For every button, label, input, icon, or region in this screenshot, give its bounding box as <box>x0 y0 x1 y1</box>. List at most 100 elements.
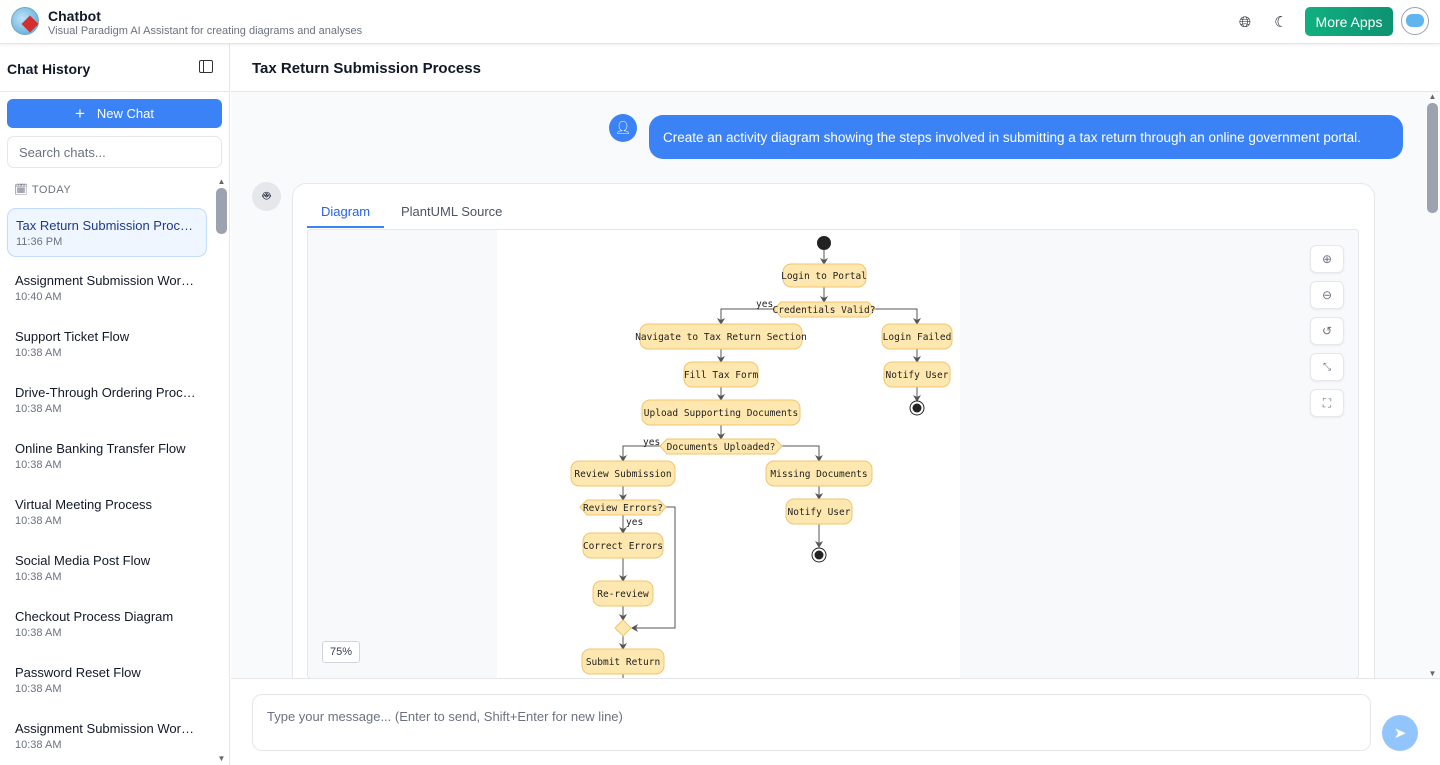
sidebar-header: Chat History <box>0 44 229 92</box>
new-chat-button[interactable]: + New Chat <box>7 99 222 128</box>
node-rereview <box>592 580 654 607</box>
chat-item-time: 10:38 AM <box>15 515 62 527</box>
node-review <box>570 460 676 487</box>
chat-item-title: Assignment Submission Workflow <box>15 273 199 288</box>
chat-item-time: 10:38 AM <box>15 459 62 471</box>
zoom-level-badge: 75% <box>322 641 360 663</box>
chat-item-title: Social Media Post Flow <box>15 553 151 568</box>
chat-item-title: Checkout Process Diagram <box>15 609 174 624</box>
activity-diagram: Login to Portal Credentials Valid? Navig… <box>497 230 960 678</box>
chat-history-item[interactable]: Assignment Submission Workflow 10:40 AM <box>7 264 207 313</box>
message-composer: ➤ <box>231 678 1440 765</box>
zoom-out-button[interactable]: ⊖ <box>1310 281 1344 309</box>
label-errors: Review Errors? <box>583 503 663 514</box>
fit-button[interactable]: ⤡ <box>1310 353 1344 381</box>
zoom-out-icon: ⊖ <box>1321 288 1333 302</box>
fullscreen-button[interactable]: ⛶ <box>1310 389 1344 417</box>
page-title: Tax Return Submission Process <box>252 60 481 77</box>
label-missing: Missing Documents <box>770 469 867 480</box>
reset-icon: ↺ <box>1321 324 1333 338</box>
node-missing <box>765 460 873 487</box>
diagram-nodes <box>570 263 953 675</box>
sidebar: Chat History + New Chat 🗓︎ TODAY Tax Retu… <box>0 44 230 765</box>
tab-plantuml-source[interactable]: PlantUML Source <box>401 204 503 219</box>
chat-item-time: 10:38 AM <box>15 683 62 695</box>
label-upload: Upload Supporting Documents <box>644 408 798 419</box>
guard-yes: yes <box>756 299 773 310</box>
guard-yes: yes <box>626 517 643 528</box>
diagram-viewport[interactable]: Login to Portal Credentials Valid? Navig… <box>307 229 1359 678</box>
guard-yes: yes <box>643 437 660 448</box>
node-notify1 <box>883 361 951 388</box>
chat-history-item[interactable]: Online Banking Transfer Flow 10:38 AM <box>7 432 207 481</box>
zoom-in-button[interactable]: ⊕ <box>1310 245 1344 273</box>
start-node <box>817 236 831 250</box>
sidebar-toggle-icon[interactable] <box>199 60 213 73</box>
chat-area: 👤︎ Create an activity diagram showing th… <box>231 92 1440 678</box>
diagram-edges <box>619 250 921 678</box>
chat-item-title: Online Banking Transfer Flow <box>15 441 186 456</box>
user-message: Create an activity diagram showing the s… <box>649 115 1403 159</box>
app-subtitle: Visual Paradigm AI Assistant for creatin… <box>48 25 363 37</box>
node-errors <box>579 499 667 516</box>
chat-item-time: 10:38 AM <box>15 571 62 583</box>
node-docs <box>659 438 783 455</box>
chat-scrollbar[interactable]: ▲ ▼ <box>1427 92 1438 678</box>
label-notify2: Notify User <box>788 507 851 518</box>
end-node <box>811 547 827 563</box>
fullscreen-icon: ⛶ <box>1322 395 1332 410</box>
chat-item-title: Password Reset Flow <box>15 665 141 680</box>
label-rereview: Re-review <box>597 589 649 600</box>
group-today: 🗓︎ TODAY <box>14 183 71 196</box>
node-failed <box>881 323 953 350</box>
zoom-in-icon: ⊕ <box>1321 252 1333 266</box>
send-icon: ➤ <box>1393 725 1407 742</box>
more-apps-button[interactable]: More Apps <box>1305 7 1393 36</box>
chat-item-title: Support Ticket Flow <box>15 329 130 344</box>
chat-item-time: 10:40 AM <box>15 291 62 303</box>
chat-item-time: 11:36 PM <box>16 236 63 248</box>
end-node <box>909 400 925 416</box>
plus-icon: + <box>74 103 85 123</box>
chat-history-item[interactable]: Checkout Process Diagram 10:38 AM <box>7 600 207 649</box>
main-header: Tax Return Submission Process <box>231 44 1440 92</box>
node-correct <box>582 532 664 559</box>
send-button[interactable]: ➤ <box>1382 715 1418 751</box>
bot-avatar-icon[interactable] <box>1401 7 1429 35</box>
label-cred: Credentials Valid? <box>773 305 876 316</box>
globe-icon[interactable]: 🌐︎ <box>1238 13 1251 31</box>
chat-history-item[interactable]: Password Reset Flow 10:38 AM <box>7 656 207 705</box>
label-notify1: Notify User <box>886 370 949 381</box>
node-login <box>782 263 867 288</box>
app-header: Chatbot Visual Paradigm AI Assistant for… <box>0 0 1440 44</box>
node-cred <box>773 301 876 318</box>
chat-history-item[interactable]: Support Ticket Flow 10:38 AM <box>7 320 207 369</box>
chat-item-time: 10:38 AM <box>15 347 62 359</box>
node-nav <box>639 323 803 350</box>
reset-zoom-button[interactable]: ↺ <box>1310 317 1344 345</box>
sidebar-title: Chat History <box>7 61 91 77</box>
chat-item-time: 10:38 AM <box>15 627 62 639</box>
label-review: Review Submission <box>574 469 671 480</box>
message-input[interactable] <box>252 694 1371 751</box>
app-title: Chatbot <box>48 8 101 24</box>
new-chat-label: New Chat <box>96 106 154 121</box>
node-notify2 <box>785 498 853 525</box>
label-nav: Navigate to Tax Return Section <box>635 332 807 343</box>
tab-diagram[interactable]: Diagram <box>307 198 385 228</box>
chat-item-time: 10:38 AM <box>15 403 62 415</box>
sidebar-scrollbar[interactable]: ▲ ▼ <box>216 177 227 763</box>
label-correct: Correct Errors <box>583 541 663 552</box>
fit-screen-icon: ⤡ <box>1323 361 1331 373</box>
moon-icon[interactable]: ☾ <box>1274 14 1288 31</box>
group-label: TODAY <box>31 184 72 196</box>
bot-icon: 🤖︎ <box>252 182 281 211</box>
label-failed: Login Failed <box>883 332 952 343</box>
chat-history-item[interactable]: Social Media Post Flow 10:38 AM <box>7 544 207 593</box>
search-chats-input[interactable] <box>7 136 222 168</box>
chat-item-title: Assignment Submission Workflow <box>15 721 199 736</box>
